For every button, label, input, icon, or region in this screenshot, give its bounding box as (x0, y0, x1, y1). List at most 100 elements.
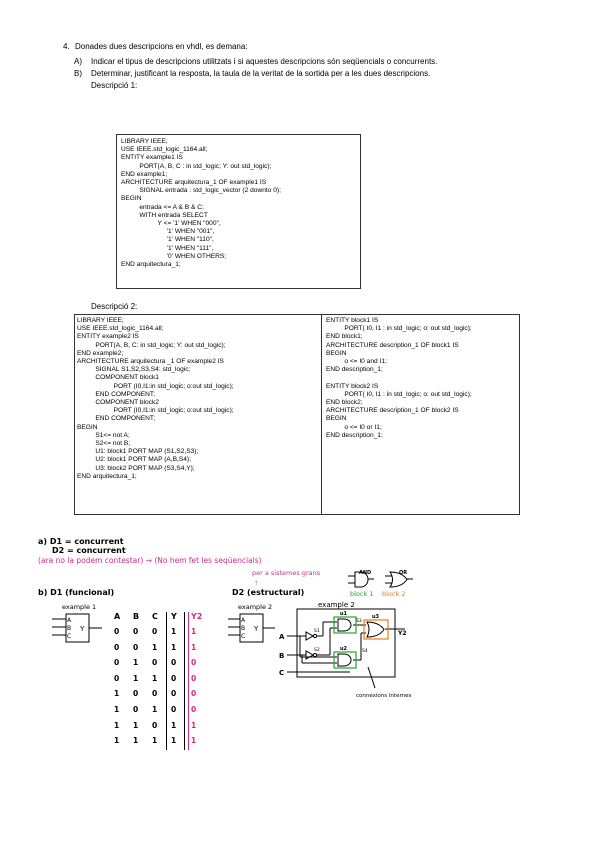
code-line: '1' WHEN "110", (121, 236, 214, 244)
answer-d2: D2 (estructural) (232, 588, 305, 597)
example2-input-a: A (241, 617, 246, 624)
code-line: END arquitectura_1; (121, 261, 181, 269)
answer-b-d1: b) D1 (funcional) (38, 588, 115, 597)
code-line: PORT(A, B, C : in std_logic; Y: out std_… (121, 162, 272, 170)
truth-table-header: A (114, 612, 121, 621)
code-line: U3: block2 PORT MAP (S3,S4,Y); (77, 464, 195, 472)
truth-table-cell: 0 (114, 642, 120, 652)
code-line: SIGNAL S1,S2,S3,S4: std_logic; (77, 366, 191, 374)
example2-input-c: C (241, 633, 245, 640)
truth-table-cell: 1 (114, 705, 120, 714)
code-line: END arquitectura_1; (77, 472, 137, 480)
u3-orange-box (363, 619, 389, 640)
code-line: ENTITY example1 IS (121, 154, 183, 162)
code-line: ARCHITECTURE arquitectura_1 OF example1 … (121, 179, 267, 187)
truth-table-cell: 0 (152, 689, 158, 699)
truth-table-cell: 1 (152, 705, 158, 714)
truth-table-cell: 0 (152, 627, 158, 636)
code-line: Y <= '1' WHEN "000", (121, 220, 221, 228)
example1-input-c: C (67, 633, 71, 640)
truth-table-cell: 1 (171, 642, 177, 652)
code-line: END description_1; (326, 431, 383, 439)
code-line: o <= I0 and I1; (326, 358, 387, 366)
example2-big-label: example 2 (318, 601, 355, 609)
truth-table-cell: 1 (191, 720, 197, 730)
u3-or-gate-icon (366, 621, 385, 638)
truth-table-cell: 0 (133, 627, 139, 636)
truth-table-cell: 1 (152, 736, 158, 746)
example2-small-label: example 2 (238, 603, 273, 611)
code-line: BEGIN (326, 415, 347, 423)
signal-s4-label: S4 (362, 648, 368, 654)
code-line: ARCHITECTURE description_1 OF block2 IS (326, 407, 459, 415)
connexions-label: connexions internes (356, 693, 411, 699)
code-line: END description_1; (326, 366, 383, 374)
truth-table-cell: 1 (114, 720, 120, 730)
truth-table-cell: 0 (114, 627, 120, 636)
truth-table-header: C (152, 612, 158, 621)
code-line: LIBRARY IEEE; (121, 138, 168, 145)
truth-table-cell: 0 (114, 673, 120, 683)
truth-table-cell: 0 (171, 658, 177, 668)
code-listing-2-left: LIBRARY IEEE;USE IEEE.std_logic_1164.all… (77, 317, 234, 481)
block2-label: block 2 (382, 590, 406, 598)
output-y2-label: Y2 (397, 630, 407, 637)
code-line: S2<= not B; (77, 440, 131, 448)
truth-table-cell: 1 (133, 736, 139, 746)
truth-table-cell: 0 (191, 673, 197, 683)
code-line: END example1; (121, 170, 168, 178)
truth-table-header: B (133, 612, 140, 621)
truth-table-cell: 0 (133, 705, 139, 714)
code-line: WITH entrada SELECT (121, 211, 208, 219)
code-line: '1' WHEN "001", (121, 228, 215, 236)
code-line: END COMPONENT; (77, 415, 156, 423)
description-1-label: Descripció 1: (91, 81, 138, 90)
answer-a-note: (ara no la podem contestar) → (No hem fe… (38, 556, 262, 565)
or-gate-label: OR (399, 570, 408, 576)
truth-table-separator (188, 612, 189, 750)
code-line: USE IEEE.std_logic_1164.all; (77, 325, 164, 333)
u2-green-box (333, 651, 357, 669)
truth-table-separator (166, 612, 167, 750)
code-line: BEGIN (77, 423, 98, 431)
item-a-text: Indicar el tipus de descripcions utilitz… (91, 57, 438, 66)
example1-output-y: Y (79, 625, 85, 633)
code-line: U2: block1 PORT MAP (A,B,S4); (77, 456, 191, 464)
example1-block (52, 613, 102, 643)
item-b-text: Determinar, justificant la resposta, la … (91, 69, 431, 78)
code-line: END example2; (77, 349, 124, 357)
example2-input-b: B (241, 625, 245, 632)
u1-and-gate-icon (337, 618, 352, 632)
example1-input-b: B (67, 625, 71, 632)
item-b-label: B) (74, 69, 82, 78)
code-line: COMPONENT block1 (77, 374, 159, 382)
description-2-label: Descripció 2: (91, 302, 138, 311)
code-line: PORT (I0,I1:in std_logic; o:out std_logi… (77, 382, 234, 390)
truth-table-cell: 1 (191, 736, 197, 746)
code-line: END block1; (326, 333, 363, 341)
code-line: '0' WHEN OTHERS; (121, 252, 227, 260)
truth-table-cell: 0 (171, 673, 177, 683)
signal-s3-label: S3 (356, 618, 362, 624)
circuit-input-b: B (279, 652, 284, 660)
truth-table-cell: 1 (171, 627, 177, 636)
code-line: BEGIN (121, 195, 142, 203)
question-number: 4. (63, 42, 70, 51)
truth-table-cell: 0 (152, 658, 158, 668)
truth-table-cell: 1 (191, 627, 197, 636)
u2-and-gate-icon (337, 653, 352, 667)
code-line: COMPONENT block2 (77, 399, 159, 407)
truth-table-cell: 0 (133, 642, 139, 652)
signal-s1-label: S1 (314, 628, 320, 634)
or-gate-icon (385, 571, 413, 588)
truth-table-cell: 1 (171, 720, 177, 730)
truth-table-separator (184, 612, 185, 750)
up-arrow-icon: ↑ (254, 578, 258, 587)
signal-s2-label: S2 (314, 647, 320, 653)
code-line: ARCHITECTURE description_1 OF block1 IS (326, 341, 459, 349)
item-a-label: A) (74, 57, 82, 66)
example2-output-y: Y (253, 625, 259, 633)
u3-label: u3 (372, 614, 380, 620)
truth-table-cell: 0 (114, 658, 120, 668)
